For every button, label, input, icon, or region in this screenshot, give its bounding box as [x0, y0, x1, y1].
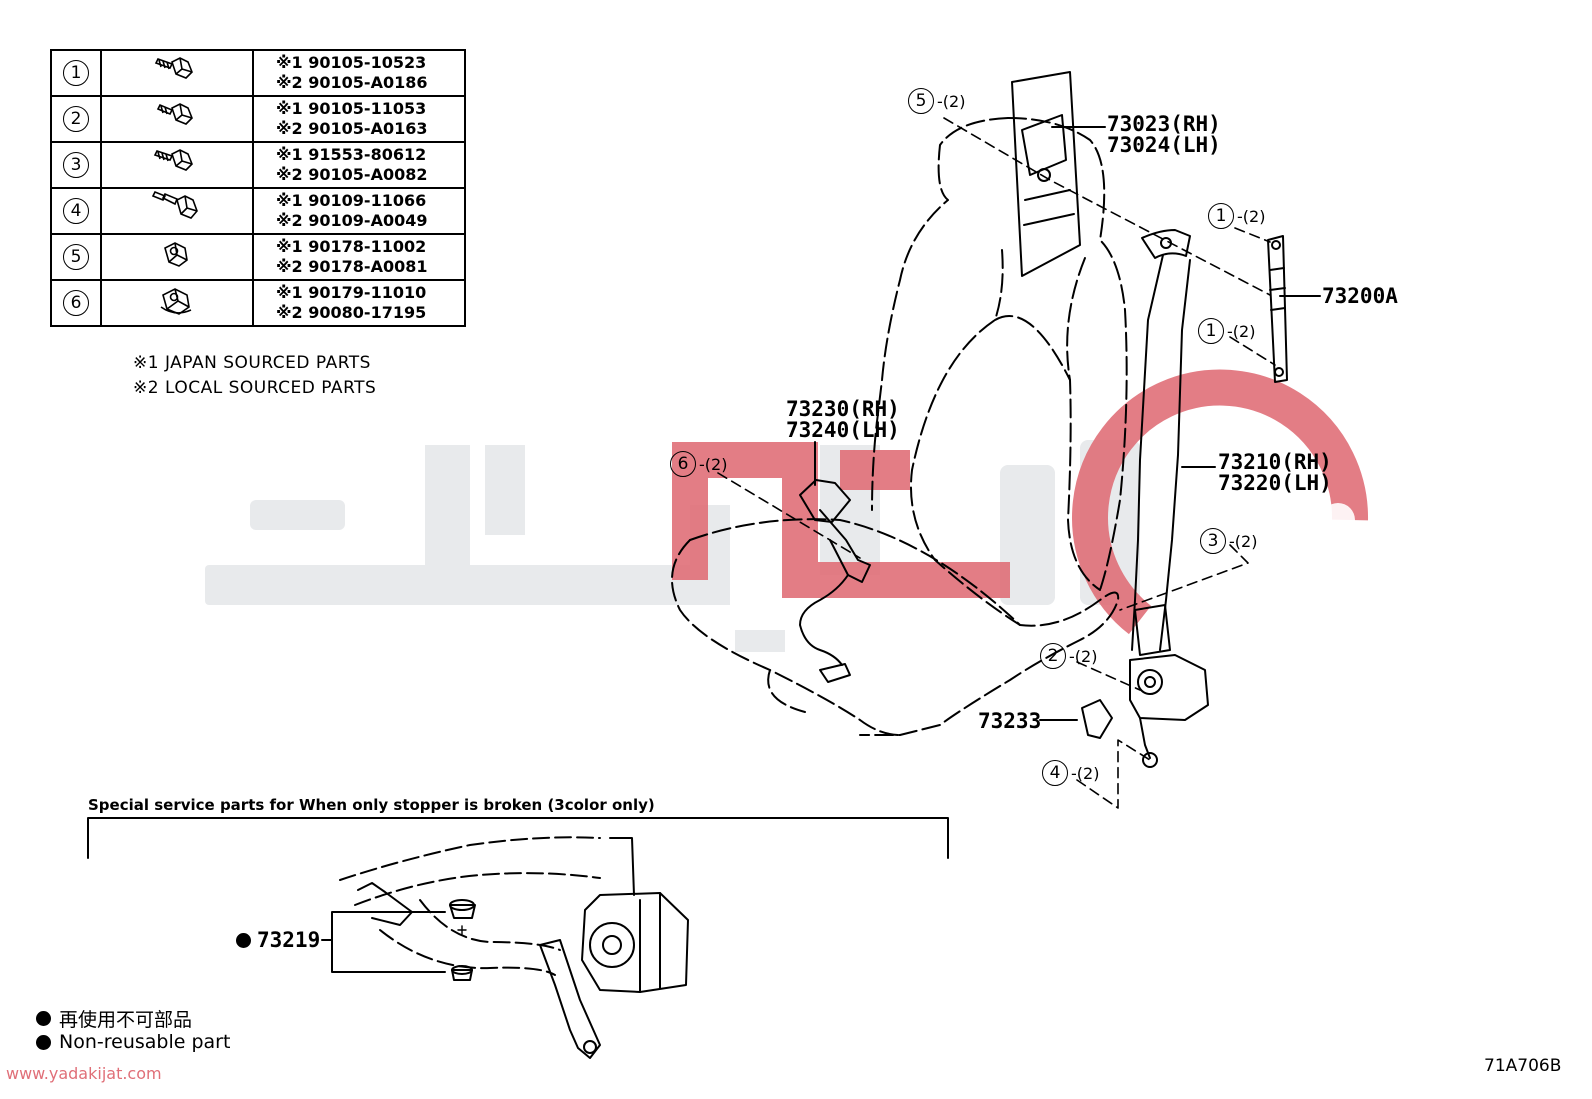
non-reusable-dot-icon	[36, 1034, 51, 1050]
callout-qty: -(2)	[1237, 206, 1266, 226]
row-number: 1	[63, 60, 89, 86]
bolt-icon	[153, 148, 193, 171]
diagram-code: 71A706B	[1484, 1056, 1562, 1076]
code-local: ※2 90109-A0049	[276, 211, 428, 230]
label-73233: 73233	[978, 709, 1042, 733]
callout-4: 4-(2)	[1042, 760, 1099, 786]
row-number: 3	[63, 152, 89, 178]
legend-japanese: 再使用不可部品	[36, 1005, 192, 1032]
code-japan: ※1 90105-10523	[276, 53, 427, 72]
part-number: 73219	[257, 928, 321, 952]
callout-number: 2	[1040, 643, 1066, 669]
label-73200a: 73200A	[1322, 284, 1398, 308]
code-local: ※2 90105-A0163	[276, 119, 428, 138]
callout-number: 6	[670, 451, 696, 477]
special-service-caption: Special service parts for When only stop…	[88, 796, 655, 814]
label-73024: 73024(LH)	[1107, 133, 1221, 157]
callout-number: 4	[1042, 760, 1068, 786]
callout-number: 1	[1208, 203, 1234, 229]
note-local-sourced: ※2 LOCAL SOURCED PARTS	[133, 378, 377, 398]
label-73220: 73220(LH)	[1218, 471, 1332, 495]
callout-qty: -(2)	[1069, 646, 1098, 666]
code-japan: ※1 90179-11010	[276, 283, 427, 302]
table-row: 3 ※1 91553-80612※2 90105-A0082	[50, 141, 466, 189]
code-japan: ※1 90178-11002	[276, 237, 427, 256]
seat-outline	[871, 117, 1009, 511]
code-local: ※2 90178-A0081	[276, 257, 428, 276]
table-row: 5 ※1 90178-11002※2 90178-A0081	[50, 233, 466, 281]
bolt-icon	[156, 102, 193, 125]
callout-qty: -(2)	[1071, 763, 1100, 783]
callout-qty: -(2)	[937, 91, 966, 111]
label-73219: 73219	[236, 929, 320, 951]
callout-qty: -(2)	[1229, 531, 1258, 551]
non-reusable-dot-icon	[36, 1011, 51, 1026]
table-row: 2 ※1 90105-11053※2 90105-A0163	[50, 95, 466, 143]
note-japan-sourced: ※1 JAPAN SOURCED PARTS	[133, 353, 371, 373]
callout-number: 3	[1200, 528, 1226, 554]
table-row: 6 ※1 90179-11010※2 90080-17195	[50, 279, 466, 327]
callout-1-upper: 1-(2)	[1208, 203, 1265, 229]
table-row: 4 ※1 90109-11066※2 90109-A0049	[50, 187, 466, 235]
code-local: ※2 90105-A0186	[276, 73, 428, 92]
row-number: 6	[63, 290, 89, 316]
flange-nut-icon	[160, 287, 192, 315]
callout-3: 3-(2)	[1200, 528, 1257, 554]
label-73023: 73023(RH)	[1107, 112, 1221, 136]
bolt-icon	[154, 56, 193, 79]
callout-1-lower: 1-(2)	[1198, 318, 1255, 344]
code-local: ※2 90080-17195	[276, 303, 427, 322]
fastener-table: 1 ※1 90105-10523※2 90105-A0186 2 ※1 9010…	[50, 49, 466, 327]
code-local: ※2 90105-A0082	[276, 165, 428, 184]
table-row: 1 ※1 90105-10523※2 90105-A0186	[50, 49, 466, 97]
callout-6: 6-(2)	[670, 451, 727, 477]
legend-english: Non-reusable part	[36, 1031, 230, 1053]
label-73230: 73230(RH)	[786, 397, 900, 421]
callout-5: 5-(2)	[908, 88, 965, 114]
non-reusable-dot-icon	[236, 932, 251, 948]
shoulder-bolt-icon	[151, 190, 198, 219]
label-73210: 73210(RH)	[1218, 450, 1332, 474]
legend-text: Non-reusable part	[59, 1031, 231, 1053]
callout-number: 5	[908, 88, 934, 114]
watermark-url: www.yadakijat.com	[6, 1064, 162, 1083]
callout-2: 2-(2)	[1040, 643, 1097, 669]
code-japan: ※1 91553-80612	[276, 145, 427, 164]
row-number: 2	[63, 106, 89, 132]
legend-text: 再使用不可部品	[59, 1009, 193, 1031]
callout-number: 1	[1198, 318, 1224, 344]
label-73240: 73240(LH)	[786, 418, 900, 442]
callout-qty: -(2)	[699, 454, 728, 474]
code-japan: ※1 90109-11066	[276, 191, 427, 210]
nut-icon	[164, 241, 188, 267]
callout-qty: -(2)	[1227, 321, 1256, 341]
row-number: 5	[63, 244, 89, 270]
code-japan: ※1 90105-11053	[276, 99, 427, 118]
row-number: 4	[63, 198, 89, 224]
